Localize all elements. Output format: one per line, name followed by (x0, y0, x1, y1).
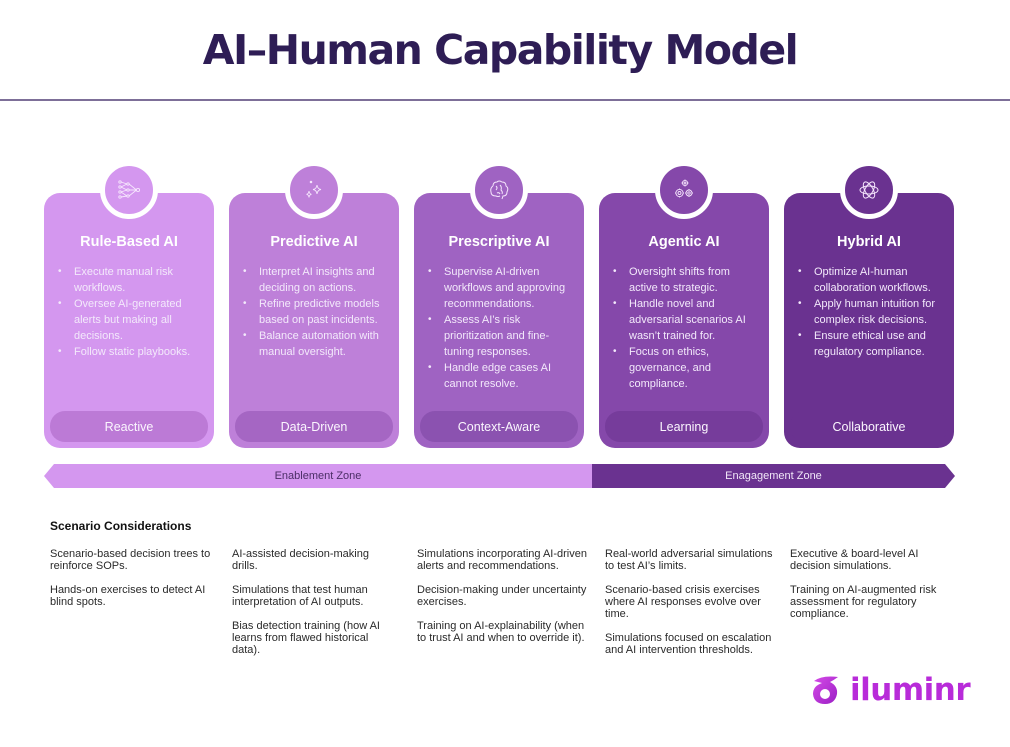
scenario-column-rule-based: Scenario-based decision trees to reinfor… (50, 548, 220, 620)
card-bullet: Apply human intuition for complex risk d… (798, 296, 946, 328)
scenario-item: Simulations focused on escalation and AI… (605, 632, 772, 656)
card-bullet-list: Optimize AI-human collaboration workflow… (798, 264, 946, 360)
card-bullet-list: Execute manual risk workflows. Oversee A… (58, 264, 206, 360)
scenario-item: Simulations that test human interpretati… (232, 584, 368, 608)
card-badge: Collaborative (790, 411, 948, 442)
zone-arrow-bar: Enablement Zone Enagagement Zone (44, 464, 955, 488)
card-bullet: Oversight shifts from active to strategi… (613, 264, 761, 296)
card-bullet: Handle novel and adversarial scenarios A… (613, 296, 761, 344)
card-title: Rule-Based AI (80, 234, 178, 250)
card-bullet: Focus on ethics, governance, and complia… (613, 344, 761, 392)
enablement-zone: Enablement Zone (44, 464, 592, 488)
scenario-column-agentic: Real-world adversarial simulations to te… (605, 548, 775, 668)
gears-icon (655, 161, 713, 219)
scenario-item: Real-world adversarial simulations to te… (605, 548, 773, 572)
card-bullet: Refine predictive models based on past i… (243, 296, 391, 328)
scenario-item: Training on AI-explainability (when to t… (417, 620, 585, 644)
card-title: Hybrid AI (837, 234, 901, 250)
scenario-column-hybrid: Executive & board-level AI decision simu… (790, 548, 960, 632)
scenario-column-predictive: AI-assisted decision-making drills. Simu… (232, 548, 392, 668)
scenario-item: Executive & board-level AI decision simu… (790, 548, 919, 572)
card-bullet-list: Oversight shifts from active to strategi… (613, 264, 761, 392)
page-title: AI–Human Capability Model (202, 26, 799, 74)
scenario-item: Hands-on exercises to detect AI blind sp… (50, 584, 206, 608)
capability-card-predictive: Predictive AI Interpret AI insights and … (229, 161, 399, 448)
card-badge: Learning (605, 411, 763, 442)
scenario-considerations-heading: Scenario Considerations (50, 519, 192, 533)
card-bullet: Oversee AI-generated alerts but making a… (58, 296, 206, 344)
card-badge: Reactive (50, 411, 208, 442)
card-badge: Context-Aware (420, 411, 578, 442)
capability-card-hybrid: Hybrid AI Optimize AI-human collaboratio… (784, 161, 954, 448)
card-bullet-list: Interpret AI insights and deciding on ac… (243, 264, 391, 360)
engagement-zone: Enagagement Zone (592, 464, 955, 488)
card-badge: Data-Driven (235, 411, 393, 442)
scenario-item: Decision-making under uncertainty exerci… (417, 584, 587, 608)
scenario-item: Training on AI-augmented risk assessment… (790, 584, 937, 620)
sparkles-icon (285, 161, 343, 219)
card-bullet: Optimize AI-human collaboration workflow… (798, 264, 946, 296)
card-bullet: Supervise AI-driven workflows and approv… (428, 264, 576, 312)
scenario-item: Scenario-based decision trees to reinfor… (50, 548, 211, 572)
brand-mark-icon (813, 676, 838, 704)
capability-card-prescriptive: Prescriptive AI Supervise AI-driven work… (414, 161, 584, 448)
scenario-column-prescriptive: Simulations incorporating AI-driven aler… (417, 548, 587, 656)
brand-logo: iluminr (808, 671, 971, 709)
card-bullet: Assess AI’s risk prioritization and fine… (428, 312, 576, 360)
card-bullet: Ensure ethical use and regulatory compli… (798, 328, 946, 360)
card-bullet: Handle edge cases AI cannot resolve. (428, 360, 576, 392)
card-bullet: Interpret AI insights and deciding on ac… (243, 264, 391, 296)
capability-card-rule-based: Rule-Based AI Execute manual risk workfl… (44, 161, 214, 448)
brain-icon (470, 161, 528, 219)
title-divider (0, 99, 1010, 101)
scenario-item: Simulations incorporating AI-driven aler… (417, 548, 587, 572)
scenario-item: Bias detection training (how AI learns f… (232, 620, 380, 656)
scenario-item: Scenario-based crisis exercises where AI… (605, 584, 761, 620)
brand-name: iluminr (850, 672, 971, 708)
scenario-item: AI-assisted decision-making drills. (232, 548, 369, 572)
card-title: Predictive AI (270, 234, 358, 250)
card-bullet-list: Supervise AI-driven workflows and approv… (428, 264, 576, 392)
interlocking-knot-icon (840, 161, 898, 219)
card-bullet: Execute manual risk workflows. (58, 264, 206, 296)
card-bullet: Balance automation with manual oversight… (243, 328, 391, 360)
card-title: Prescriptive AI (448, 234, 550, 250)
card-title: Agentic AI (648, 234, 720, 250)
card-bullet: Follow static playbooks. (58, 344, 206, 360)
network-nodes-icon (100, 161, 158, 219)
capability-card-agentic: Agentic AI Oversight shifts from active … (599, 161, 769, 448)
